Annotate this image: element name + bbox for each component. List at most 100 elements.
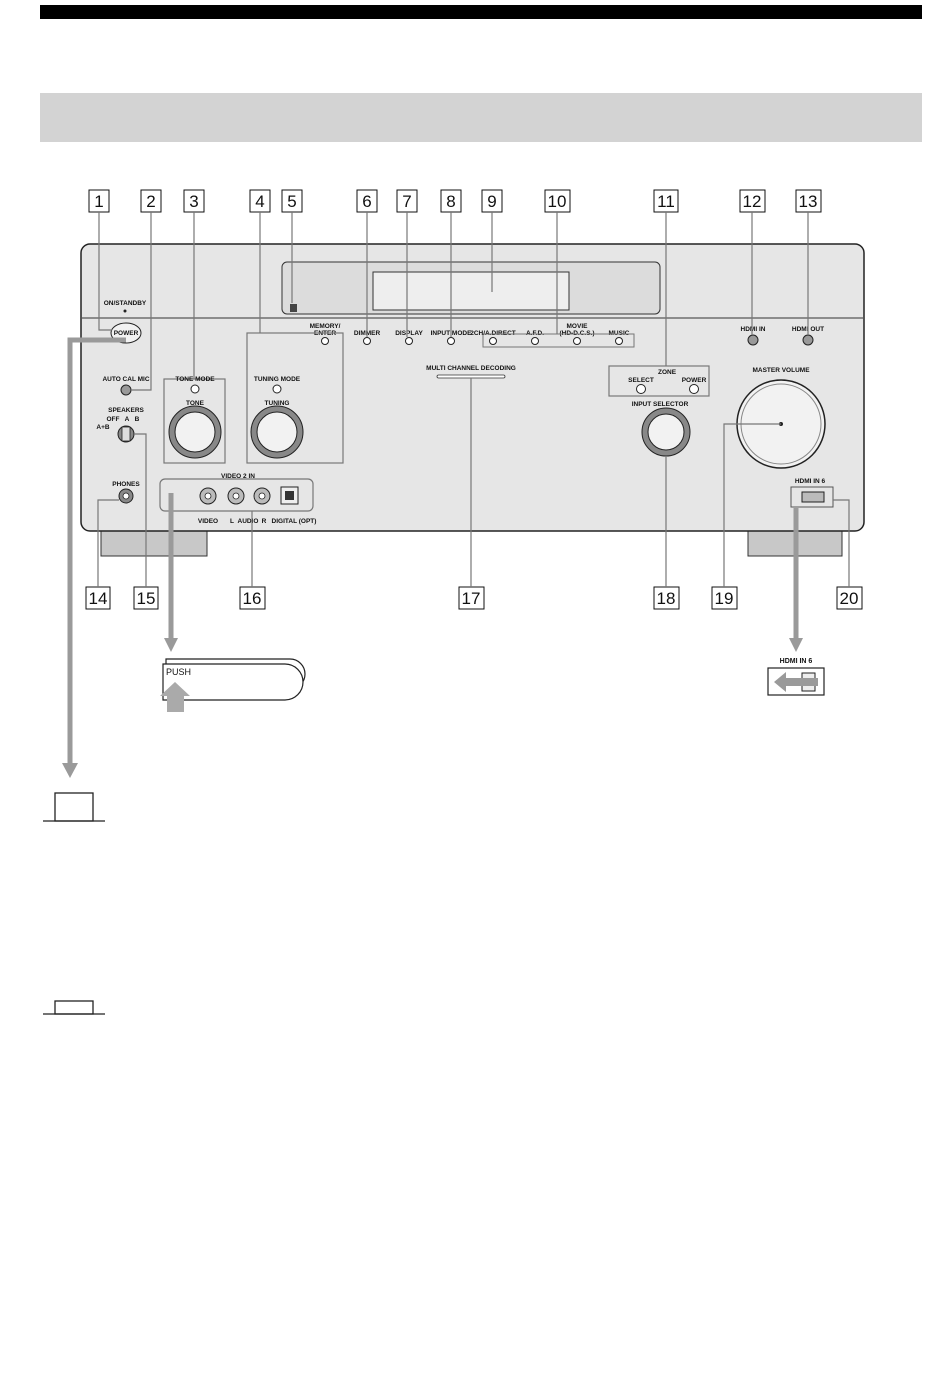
svg-text:DIGITAL (OPT): DIGITAL (OPT) (272, 518, 317, 525)
movie-button[interactable] (573, 337, 581, 345)
callout-20: 20 (836, 586, 863, 610)
tone-mode-button[interactable] (190, 384, 200, 394)
callout-1: 1 (88, 189, 110, 213)
callout-5: 5 (281, 189, 303, 213)
svg-text:R: R (262, 518, 267, 525)
display-button[interactable] (405, 337, 413, 345)
svg-text:HDMI IN 6: HDMI IN 6 (780, 658, 813, 665)
input-mode-button[interactable] (447, 337, 455, 345)
svg-text:15: 15 (137, 589, 156, 608)
music-button[interactable] (615, 337, 623, 345)
reference-marks (43, 792, 105, 1015)
svg-text:AUTO CAL MIC: AUTO CAL MIC (102, 376, 149, 383)
hdmi-in-button[interactable] (747, 334, 759, 346)
svg-text:13: 13 (799, 192, 818, 211)
memory-enter-button[interactable] (321, 337, 329, 345)
power-reference-box (54, 792, 94, 822)
detail-arrows (62, 337, 803, 778)
callout-17: 17 (458, 586, 485, 610)
svg-text:AUDIO: AUDIO (238, 518, 259, 525)
svg-text:A+B: A+B (96, 424, 109, 431)
svg-text:PHONES: PHONES (112, 481, 140, 488)
svg-text:9: 9 (487, 192, 496, 211)
svg-text:TUNING MODE: TUNING MODE (254, 376, 301, 383)
callout-14: 14 (85, 586, 111, 610)
left-foot (100, 529, 208, 557)
svg-text:18: 18 (657, 589, 676, 608)
display-screen (372, 271, 570, 311)
svg-text:1: 1 (94, 192, 103, 211)
zone-select-button[interactable] (636, 384, 646, 394)
callout-9: 9 (481, 189, 503, 213)
svg-text:POWER: POWER (682, 377, 707, 384)
svg-text:11: 11 (657, 192, 675, 211)
push-cover-detail: PUSH (160, 658, 306, 712)
dimmer-button[interactable] (363, 337, 371, 345)
video2-cover-outline (159, 478, 314, 512)
lower-controls: AUTO CAL MIC TONE MODE TONE TUNING MODE … (96, 365, 834, 525)
svg-text:A: A (125, 416, 130, 423)
svg-text:7: 7 (402, 192, 411, 211)
svg-text:12: 12 (743, 192, 762, 211)
callout-18: 18 (653, 586, 680, 610)
svg-text:2: 2 (146, 192, 155, 211)
svg-text:INPUT SELECTOR: INPUT SELECTOR (632, 401, 689, 408)
push-label: PUSH (166, 667, 191, 677)
callout-10: 10 (544, 189, 571, 213)
hdmi-insert-arrow-icon (774, 672, 818, 692)
svg-text:TONE MODE: TONE MODE (175, 376, 215, 383)
svg-text:DISPLAY: DISPLAY (395, 330, 423, 337)
callout-15: 15 (133, 586, 159, 610)
callout-13: 13 (795, 189, 822, 213)
svg-text:3: 3 (189, 192, 198, 211)
svg-text:VIDEO 2 IN: VIDEO 2 IN (221, 473, 255, 480)
tuning-mode-button[interactable] (272, 384, 282, 394)
svg-text:MOVIE: MOVIE (567, 323, 589, 330)
svg-text:TUNING: TUNING (265, 400, 290, 407)
callout-12: 12 (739, 189, 766, 213)
callout-2: 2 (140, 189, 162, 213)
svg-text:8: 8 (446, 192, 455, 211)
svg-text:6: 6 (362, 192, 371, 211)
svg-text:10: 10 (548, 192, 567, 211)
hdmi-in6-port (801, 491, 825, 503)
callout-8: 8 (440, 189, 462, 213)
sound-field-group-bracket (482, 333, 635, 348)
svg-text:HDMI IN: HDMI IN (741, 326, 766, 333)
standby-indicator (123, 309, 127, 313)
svg-text:OFF: OFF (107, 416, 120, 423)
svg-text:MULTI CHANNEL DECODING: MULTI CHANNEL DECODING (426, 365, 516, 372)
svg-text:MEMORY/: MEMORY/ (310, 323, 341, 330)
svg-text:5: 5 (287, 192, 296, 211)
front-panel (80, 243, 865, 532)
on-standby-label: ON/STANDBY (104, 300, 147, 307)
svg-text:17: 17 (462, 589, 481, 608)
auto-cal-mic-jack (120, 384, 132, 396)
callout-3: 3 (183, 189, 205, 213)
power-label: POWER (114, 330, 139, 337)
zone-power-button[interactable] (689, 384, 699, 394)
receiver-body (80, 243, 865, 557)
callout-4: 4 (249, 189, 271, 213)
callout-19: 19 (711, 586, 738, 610)
svg-text:TONE: TONE (186, 400, 205, 407)
svg-text:VIDEO: VIDEO (198, 518, 218, 525)
power-arrow-head (62, 763, 78, 778)
svg-text:L: L (230, 518, 234, 525)
svg-text:B: B (135, 416, 140, 423)
section-heading-band (40, 93, 922, 142)
callout-7: 7 (396, 189, 418, 213)
callout-11: 11 (653, 189, 679, 213)
hdmi-out-button[interactable] (802, 334, 814, 346)
power-arrow-line (67, 337, 126, 765)
afd-button[interactable] (531, 337, 539, 345)
hdmi-in6-detail: HDMI IN 6 (767, 658, 825, 696)
2ch-a-direct-button[interactable] (489, 337, 497, 345)
svg-text:MASTER VOLUME: MASTER VOLUME (752, 367, 810, 374)
callout-16: 16 (239, 586, 266, 610)
callout-6: 6 (356, 189, 378, 213)
svg-text:HDMI IN 6: HDMI IN 6 (795, 478, 826, 485)
svg-text:19: 19 (715, 589, 734, 608)
callout-numbers: 1 2 3 4 5 6 7 8 9 10 11 12 13 14 15 16 1… (85, 189, 863, 610)
